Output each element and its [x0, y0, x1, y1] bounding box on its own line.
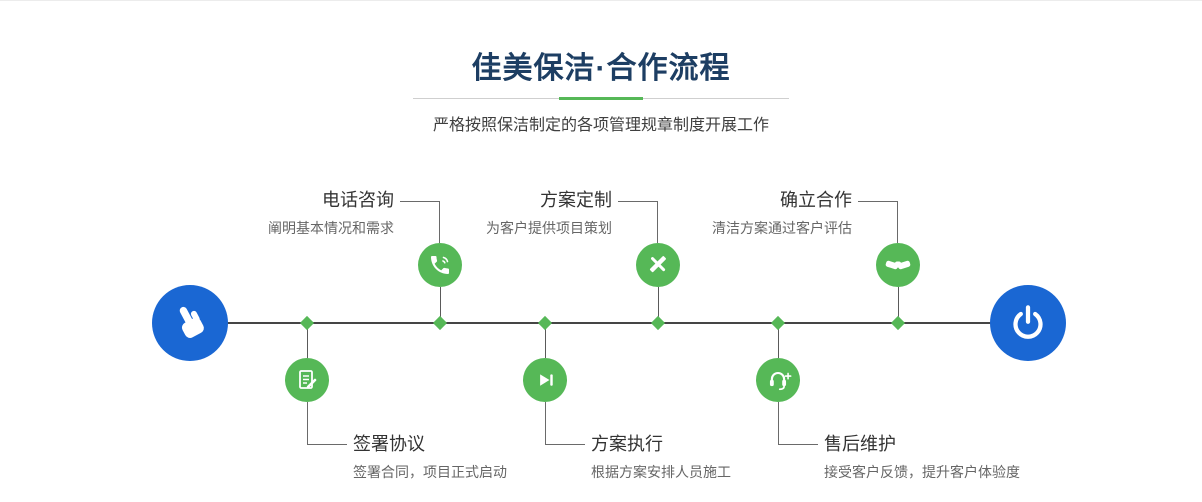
underline-accent — [559, 97, 643, 100]
headset-plus-icon — [769, 371, 792, 391]
step-text-handshake: 确立合作 清洁方案通过客户评估 — [712, 187, 852, 238]
handshake-icon — [885, 260, 911, 270]
step-desc: 为客户提供项目策划 — [486, 220, 612, 236]
timeline-line — [190, 322, 1028, 324]
play-next-icon — [540, 374, 553, 386]
step-label: 确立合作 — [780, 190, 852, 210]
flow-start-node — [152, 285, 228, 361]
step-desc: 接受客户反馈，提升客户体验度 — [824, 464, 1020, 480]
flow-end-node — [990, 285, 1066, 361]
step-desc: 清洁方案通过客户评估 — [712, 220, 852, 236]
step-text-phone: 电话咨询 阐明基本情况和需求 — [268, 187, 394, 238]
step-contract-node — [285, 358, 329, 402]
step-text-service: 售后维护 接受客户反馈，提升客户体验度 — [824, 431, 1020, 482]
contract-icon — [299, 370, 317, 389]
step-label: 电话咨询 — [322, 190, 394, 210]
timeline-diamond — [432, 315, 448, 331]
pointer-hand-icon — [179, 306, 204, 338]
label-connector — [858, 201, 898, 243]
step-label: 签署协议 — [353, 434, 425, 454]
label-connector — [545, 402, 585, 445]
step-text-execute: 方案执行 根据方案安排人员施工 — [591, 431, 731, 482]
title-underline — [413, 97, 789, 100]
connector-line — [897, 287, 899, 323]
timeline-diamond — [650, 315, 666, 331]
step-text-design: 方案定制 为客户提供项目策划 — [486, 187, 612, 238]
step-desc: 签署合同，项目正式启动 — [353, 464, 507, 480]
connector-line — [306, 323, 308, 358]
page-subtitle: 严格按照保洁制定的各项管理规章制度开展工作 — [432, 117, 769, 134]
label-connector — [400, 201, 440, 243]
label-connector — [778, 402, 818, 445]
timeline-diamond — [537, 315, 553, 331]
connector-line — [439, 287, 441, 323]
label-connector — [618, 201, 658, 243]
step-design-node — [636, 243, 680, 287]
step-label: 方案执行 — [591, 434, 663, 454]
connector-line — [777, 323, 779, 358]
page-title: 佳美保洁·合作流程 — [471, 52, 731, 85]
step-service-node — [756, 358, 800, 402]
timeline-diamond — [299, 315, 315, 331]
connector-line — [544, 323, 546, 358]
timeline-diamond — [890, 315, 906, 331]
phone-icon — [431, 256, 449, 274]
power-icon — [1013, 305, 1043, 339]
step-desc: 根据方案安排人员施工 — [591, 464, 731, 480]
design-icon — [649, 256, 666, 273]
step-handshake-node — [876, 243, 920, 287]
step-label: 方案定制 — [540, 190, 612, 210]
step-phone-node — [418, 243, 462, 287]
step-desc: 阐明基本情况和需求 — [268, 220, 394, 236]
step-text-contract: 签署协议 签署合同，项目正式启动 — [353, 431, 507, 482]
timeline-diamond — [770, 315, 786, 331]
connector-line — [657, 287, 659, 323]
label-connector — [307, 402, 347, 445]
step-execute-node — [523, 358, 567, 402]
step-label: 售后维护 — [824, 434, 896, 454]
